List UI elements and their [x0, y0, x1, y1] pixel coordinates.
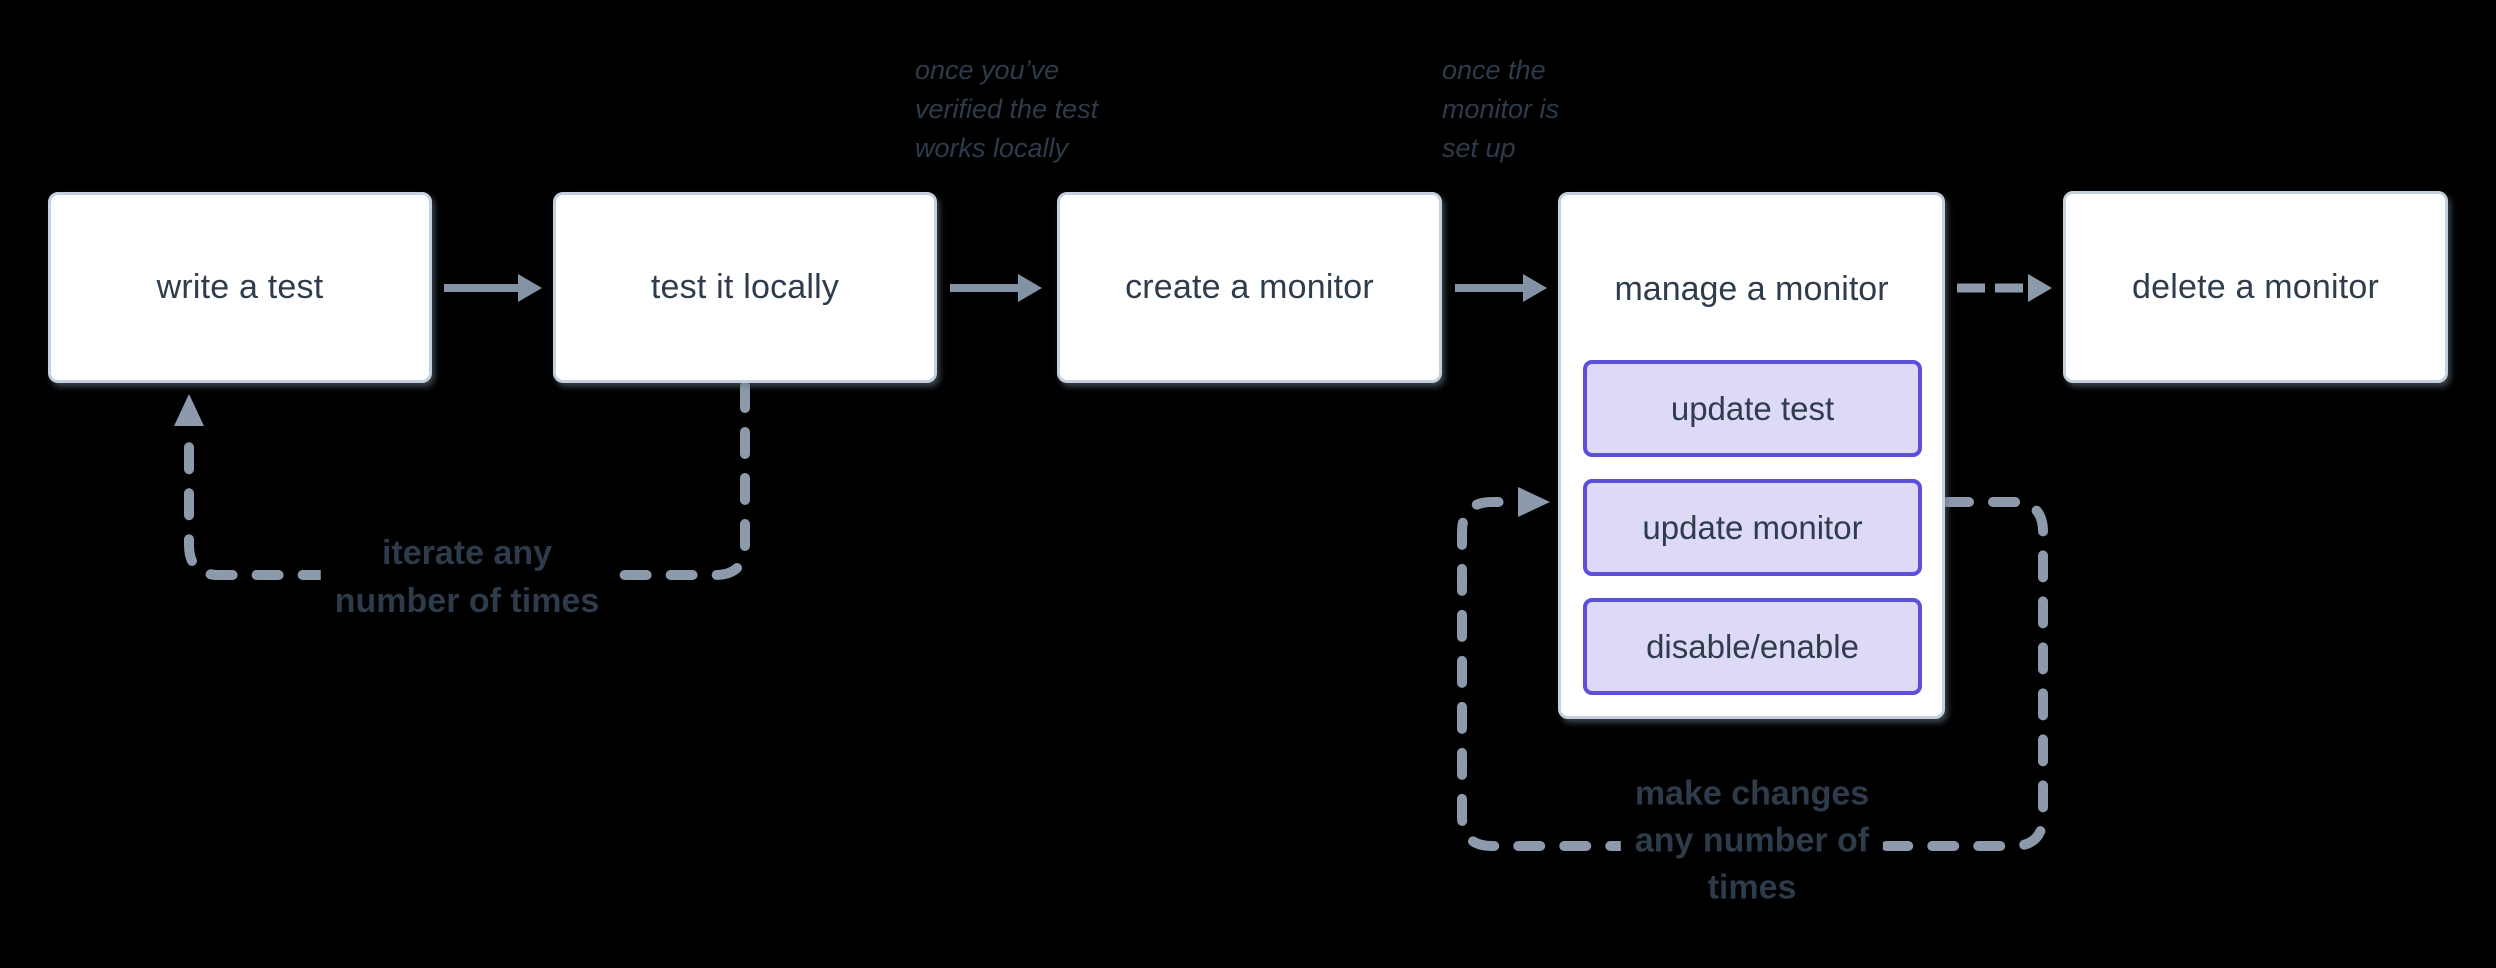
- loop-label-iterate: iterate any number of times: [320, 527, 614, 627]
- flow-box-label: write a test: [156, 268, 324, 306]
- action-disable-enable: disable/enable: [1583, 598, 1922, 695]
- arrow-manage-to-delete: [1957, 274, 2052, 302]
- flow-box-delete-a-monitor: delete a monitor: [2063, 191, 2448, 383]
- action-update-test: update test: [1583, 360, 1922, 457]
- annotation-line: monitor is: [1442, 94, 1560, 124]
- manage-monitor-title: manage a monitor: [1614, 270, 1889, 308]
- flow-box-label: delete a monitor: [2131, 267, 2379, 306]
- flow-box-write-a-test: write a test: [48, 192, 432, 383]
- action-label: update monitor: [1642, 508, 1863, 546]
- action-label: update test: [1670, 389, 1835, 427]
- loop-label-line: make changes: [1634, 774, 1870, 813]
- flow-box-create-a-monitor: create a monitor: [1057, 192, 1442, 383]
- flow-box-label: create a monitor: [1125, 268, 1374, 306]
- arrow-write-to-test: [444, 274, 542, 302]
- annotation-once-set-up: once the monitor is set up: [1442, 51, 1559, 168]
- loop-iterate-arrowhead: [174, 394, 204, 426]
- action-update-monitor: update monitor: [1583, 479, 1922, 576]
- annotation-line: works locally: [915, 133, 1069, 163]
- annotation-line: set up: [1442, 133, 1516, 163]
- loop-label-line: iterate any: [381, 534, 553, 572]
- annotation-line: once you’ve: [915, 55, 1060, 85]
- loop-label-line: number of times: [334, 582, 600, 620]
- loop-make-changes-arrowhead: [1518, 487, 1550, 517]
- loop-label-line: times: [1707, 868, 1797, 907]
- arrow-test-to-create: [950, 274, 1042, 302]
- annotation-line: verified the test: [915, 94, 1099, 124]
- action-label: disable/enable: [1646, 627, 1859, 665]
- flow-box-label: test it locally: [650, 268, 840, 306]
- loop-label-line: any number of: [1634, 821, 1870, 860]
- annotation-once-verified: once you’ve verified the test works loca…: [915, 51, 1098, 168]
- annotation-line: once the: [1442, 55, 1546, 85]
- arrow-create-to-manage: [1455, 274, 1547, 302]
- loop-label-make-changes: make changes any number of times: [1620, 768, 1884, 914]
- flow-box-test-it-locally: test it locally: [553, 192, 937, 383]
